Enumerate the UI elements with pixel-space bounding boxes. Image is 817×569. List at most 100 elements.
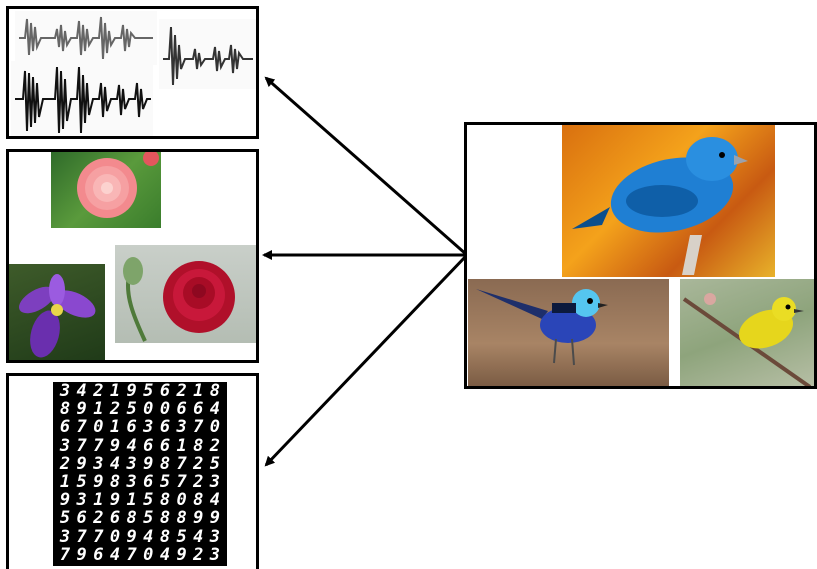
mnist-digit: 2 xyxy=(59,453,71,474)
mnist-digit: 4 xyxy=(193,526,204,547)
bird-to-audio-arrow xyxy=(264,76,468,257)
superb-fairywren-photo xyxy=(468,279,669,386)
mnist-digit: 7 xyxy=(176,453,187,474)
mnist-digit: 9 xyxy=(59,490,71,511)
mnist-digit: 9 xyxy=(76,544,87,565)
mnist-digit: 0 xyxy=(93,417,104,438)
mnist-digit: 9 xyxy=(176,544,187,565)
mnist-digit: 7 xyxy=(176,472,187,493)
mnist-digit: 6 xyxy=(109,508,121,529)
audio-waveforms-panel xyxy=(6,6,259,139)
mnist-digit: 1 xyxy=(93,399,104,420)
mnist-digit: 3 xyxy=(176,417,187,438)
mnist-digit: 7 xyxy=(93,435,104,456)
mnist-digit: 9 xyxy=(76,399,87,420)
mnist-digit: 7 xyxy=(76,526,87,547)
mnist-digit: 4 xyxy=(209,399,221,420)
mnist-digit: 1 xyxy=(126,490,137,511)
mnist-digit: 7 xyxy=(126,544,137,565)
waveform-photo-3 xyxy=(159,19,256,89)
mnist-digit: 1 xyxy=(109,381,121,402)
mnist-digit: 2 xyxy=(93,381,104,402)
mnist-digit: 0 xyxy=(109,526,121,547)
mnist-digit: 9 xyxy=(109,490,121,511)
mnist-digit: 6 xyxy=(59,417,71,438)
mnist-digit: 6 xyxy=(159,435,171,456)
mnist-digit: 6 xyxy=(93,544,104,565)
mnist-digit: 5 xyxy=(209,453,221,474)
mnist-digit: 5 xyxy=(143,508,154,529)
mnist-digit: 5 xyxy=(76,472,87,493)
mnist-digit: 8 xyxy=(159,453,171,474)
mnist-digit: 3 xyxy=(209,472,221,493)
mnist-digit: 9 xyxy=(193,508,204,529)
mnist-digit: 3 xyxy=(143,417,154,438)
mnist-digit: 8 xyxy=(126,508,137,529)
mnist-digit: 4 xyxy=(76,381,87,402)
mnist-digit: 9 xyxy=(209,508,221,529)
mnist-digit: 7 xyxy=(59,544,71,565)
mnist-digit: 4 xyxy=(143,526,154,547)
mnist-digit: 9 xyxy=(126,381,137,402)
mnist-digit: 6 xyxy=(159,381,171,402)
mnist-digit: 0 xyxy=(176,490,187,511)
mnist-digit: 5 xyxy=(59,508,71,529)
mnist-digit: 7 xyxy=(93,526,104,547)
mnist-digit: 4 xyxy=(159,544,171,565)
mnist-digit: 4 xyxy=(109,453,121,474)
mnist-digit: 9 xyxy=(126,526,137,547)
mnist-digit: 1 xyxy=(93,490,104,511)
mnist-digit: 1 xyxy=(176,435,187,456)
mnist-digit: 3 xyxy=(59,526,71,547)
yellow-warbler-photo xyxy=(680,279,814,386)
mnist-digit: 4 xyxy=(109,544,121,565)
mnist-digit: 6 xyxy=(76,508,87,529)
mnist-digit: 2 xyxy=(193,472,204,493)
waveform-photo-2 xyxy=(11,61,153,136)
mnist-digit: 3 xyxy=(126,453,137,474)
mnist-digit: 3 xyxy=(93,453,104,474)
mnist-digit: 3 xyxy=(126,472,137,493)
mnist-digit: 0 xyxy=(209,417,221,438)
mnist-digit: 0 xyxy=(143,399,154,420)
mnist-digit: 6 xyxy=(176,399,187,420)
mnist-digit: 7 xyxy=(76,435,87,456)
mnist-digit: 2 xyxy=(193,453,204,474)
bird-to-digits-arrow xyxy=(264,253,469,467)
mnist-digit: 8 xyxy=(159,490,171,511)
waveform-photo-1 xyxy=(15,11,157,65)
mnist-digit: 8 xyxy=(59,399,71,420)
flowers-panel xyxy=(6,149,259,363)
mnist-digit: 6 xyxy=(143,435,154,456)
mnist-digit: 5 xyxy=(159,472,171,493)
mnist-digit: 8 xyxy=(159,526,171,547)
mnist-digit: 6 xyxy=(126,417,137,438)
mnist-digit: 9 xyxy=(109,435,121,456)
mnist-digit: 2 xyxy=(209,435,221,456)
mnist-digit: 0 xyxy=(143,544,154,565)
mnist-digit: 4 xyxy=(209,490,221,511)
mnist-digit: 2 xyxy=(176,381,187,402)
mnist-digit: 5 xyxy=(176,526,187,547)
mnist-digit: 5 xyxy=(143,381,154,402)
mnist-digit: 8 xyxy=(193,435,204,456)
mnist-digit: 2 xyxy=(109,399,121,420)
mnist-digit: 9 xyxy=(76,453,87,474)
mnist-digit: 1 xyxy=(109,417,121,438)
mnist-digit: 2 xyxy=(193,544,204,565)
mnist-digit: 8 xyxy=(176,508,187,529)
mnist-digit: 5 xyxy=(143,490,154,511)
mnist-digit: 3 xyxy=(59,435,71,456)
mnist-digit: 9 xyxy=(143,453,154,474)
mnist-digit: 3 xyxy=(209,544,221,565)
iris-photo xyxy=(9,264,105,360)
mnist-digit: 8 xyxy=(109,472,121,493)
mnist-digit: 8 xyxy=(209,381,221,402)
